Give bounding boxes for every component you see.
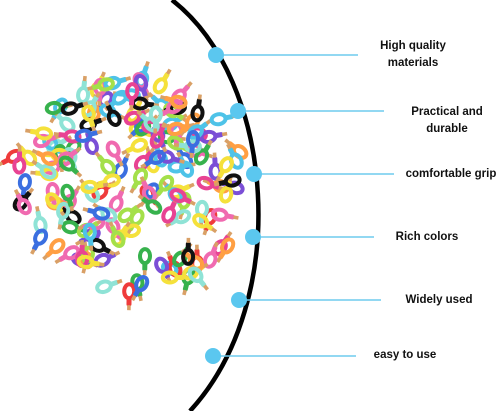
- eyeglass-holder-ring: [185, 130, 201, 159]
- eyeglass-holder-ring: [166, 121, 195, 137]
- eyeglass-holder-ring: [202, 241, 219, 269]
- eyeglass-holder-ring: [76, 75, 91, 104]
- eyeglass-holder-ring: [190, 94, 205, 123]
- eyeglass-holder-ring: [53, 129, 82, 144]
- eyeglass-holder-ring: [129, 167, 149, 194]
- connector-dot-3: [246, 166, 262, 182]
- eyeglass-holder-ring: [137, 194, 163, 215]
- eyeglass-holder-ring: [60, 183, 75, 212]
- eyeglass-holder-ring: [60, 101, 89, 116]
- eyeglass-holder-ring: [169, 188, 196, 206]
- connector-dot-1: [208, 47, 224, 63]
- eyeglass-holder-ring: [122, 282, 137, 311]
- feature-connectors: [205, 47, 394, 364]
- eyeglass-holder-ring: [148, 105, 163, 134]
- eyeglass-holder-ring: [192, 213, 218, 234]
- eyeglass-holder-ring: [82, 222, 97, 251]
- black-cord-arc: [170, 0, 261, 411]
- eyeglass-holder-ring: [159, 94, 188, 110]
- eyeglass-holder-ring: [74, 128, 103, 143]
- eyeglass-holder-ring: [193, 139, 213, 166]
- eyeglass-holder-ring: [82, 206, 111, 221]
- feature-label-rich-colors: Rich colors: [395, 231, 459, 243]
- eyeglass-holder-ring: [76, 254, 105, 269]
- eyeglass-holder-ring: [42, 238, 66, 261]
- eyeglass-holder-ring: [210, 207, 239, 222]
- eyeglass-holder-ring: [56, 201, 71, 230]
- eyeglass-holder-ring: [181, 237, 196, 266]
- eyeglass-holder-ring: [31, 148, 59, 167]
- eyeglass-holder-ring: [105, 140, 124, 167]
- eyeglass-holder-ring: [157, 149, 185, 164]
- feature-label-widely-used: Widely used: [405, 294, 473, 306]
- eyeglass-holder-ring: [216, 237, 236, 263]
- feature-label-high-quality: High quality materials: [380, 40, 446, 69]
- feature-label-practical-durable: Practical and durable: [411, 106, 483, 135]
- eyeglass-holder-ring: [81, 104, 97, 132]
- eyeglass-holder-ring: [54, 245, 81, 265]
- eyeglass-holder-ring: [130, 275, 150, 302]
- eyeglass-holder-ring: [137, 247, 153, 276]
- feature-label-comfortable-grip: comfortable grip: [405, 168, 497, 180]
- eyeglass-holder-ring: [12, 187, 35, 212]
- eyeglass-holder-ring: [58, 155, 83, 178]
- connector-dot-5: [231, 292, 247, 308]
- eyeglass-holder-ring: [149, 122, 167, 149]
- feature-label-easy-to-use: easy to use: [373, 349, 437, 361]
- eyeglass-holder-ring: [121, 137, 148, 155]
- eyeglass-holder-ring: [108, 221, 126, 249]
- eyeglass-holder-ring: [140, 149, 167, 169]
- eyeglass-holder-ring: [165, 209, 192, 228]
- eyeglass-holder-ring: [33, 206, 48, 234]
- eyeglass-holder-ring: [215, 156, 234, 183]
- connector-dot-4: [245, 229, 261, 245]
- eyeglass-holder-ring: [104, 100, 122, 127]
- eyeglass-holder-ring: [152, 68, 172, 95]
- eyeglass-holder-ring: [13, 188, 32, 216]
- eyeglass-holder-pile-image: [0, 60, 249, 311]
- eyeglass-holder-ring: [95, 278, 123, 295]
- connector-dot-2: [230, 103, 246, 119]
- eyeglass-holder-ring: [12, 146, 27, 175]
- eyeglass-holder-ring: [31, 159, 57, 180]
- eyeglass-holder-ring: [87, 77, 115, 92]
- eyeglass-holder-ring: [213, 173, 242, 188]
- eyeglass-holder-ring: [94, 151, 117, 176]
- eyeglass-holder-ring: [80, 179, 109, 194]
- eyeglass-holder-ring: [187, 266, 209, 291]
- eyeglass-holder-ring: [30, 228, 49, 255]
- eyeglass-holder-ring: [125, 82, 140, 111]
- eyeglass-holder-ring: [25, 126, 54, 141]
- connector-dot-6: [205, 348, 221, 364]
